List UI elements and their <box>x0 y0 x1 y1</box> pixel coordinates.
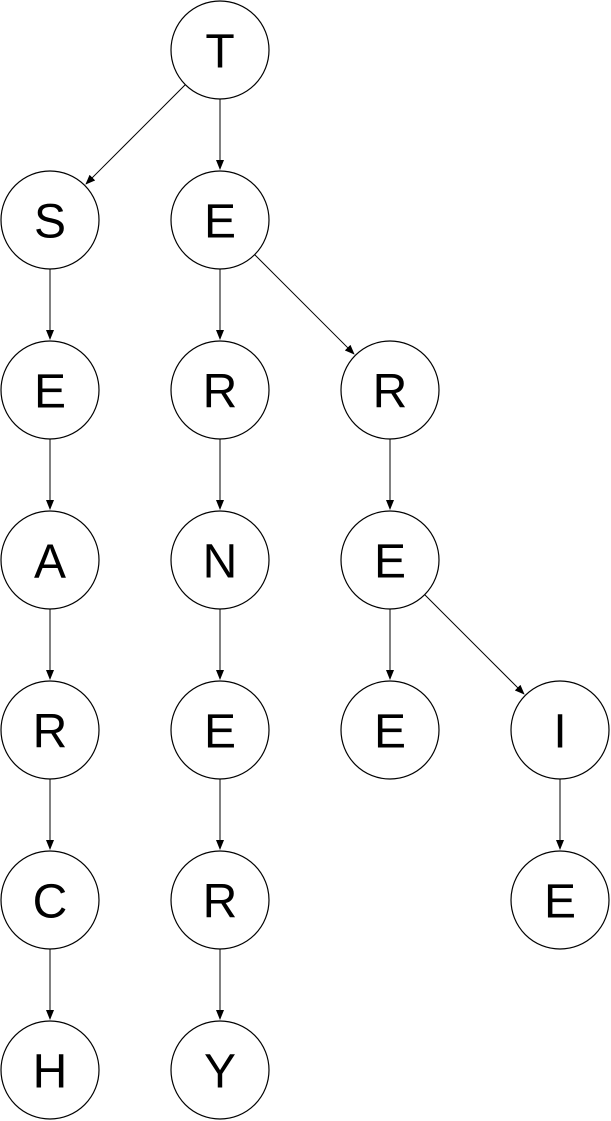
tree-node: C <box>0 850 100 950</box>
tree-node: E <box>340 680 440 780</box>
node-label: T <box>205 26 234 79</box>
tree-node: T <box>170 0 270 100</box>
edges-layer <box>46 84 564 1020</box>
node-label: E <box>204 706 236 759</box>
tree-node: A <box>0 510 100 610</box>
tree-node: S <box>0 170 100 270</box>
node-label: R <box>33 706 68 759</box>
node-label: N <box>203 536 238 589</box>
node-label: E <box>544 876 576 929</box>
tree-node: Y <box>170 1020 270 1120</box>
tree-node: E <box>170 170 270 270</box>
node-label: Y <box>204 1046 236 1099</box>
node-label: H <box>33 1046 68 1099</box>
node-circle <box>170 0 270 100</box>
node-label: E <box>204 196 236 249</box>
tree-node: E <box>0 340 100 440</box>
node-label: A <box>34 536 66 589</box>
node-circle <box>340 680 440 780</box>
node-circle <box>0 680 100 780</box>
node-circle <box>340 510 440 610</box>
node-circle <box>510 680 610 780</box>
node-circle <box>170 340 270 440</box>
node-label: R <box>203 876 238 929</box>
tree-node: I <box>510 680 610 780</box>
tree-node: R <box>0 680 100 780</box>
tree-node: R <box>170 340 270 440</box>
edge-arrow <box>85 84 186 185</box>
node-label: E <box>374 706 406 759</box>
node-label: C <box>33 876 68 929</box>
node-label: R <box>373 366 408 419</box>
node-circle <box>170 170 270 270</box>
tree-node: R <box>340 340 440 440</box>
node-circle <box>170 680 270 780</box>
node-label: E <box>34 366 66 419</box>
tree-node: N <box>170 510 270 610</box>
node-circle <box>0 340 100 440</box>
edge-arrow <box>424 594 525 695</box>
node-circle <box>510 850 610 950</box>
tree-node: R <box>170 850 270 950</box>
node-label: S <box>34 196 66 249</box>
node-circle <box>0 510 100 610</box>
tree-node: H <box>0 1020 100 1120</box>
node-circle <box>170 850 270 950</box>
node-circle <box>170 1020 270 1120</box>
tree-node: E <box>170 680 270 780</box>
node-circle <box>340 340 440 440</box>
node-circle <box>170 510 270 610</box>
node-label: E <box>374 536 406 589</box>
node-label: I <box>553 706 566 759</box>
node-circle <box>0 1020 100 1120</box>
node-circle <box>0 850 100 950</box>
tree-node: E <box>340 510 440 610</box>
tree-node: E <box>510 850 610 950</box>
node-label: R <box>203 366 238 419</box>
edge-arrow <box>254 254 355 355</box>
node-circle <box>0 170 100 270</box>
